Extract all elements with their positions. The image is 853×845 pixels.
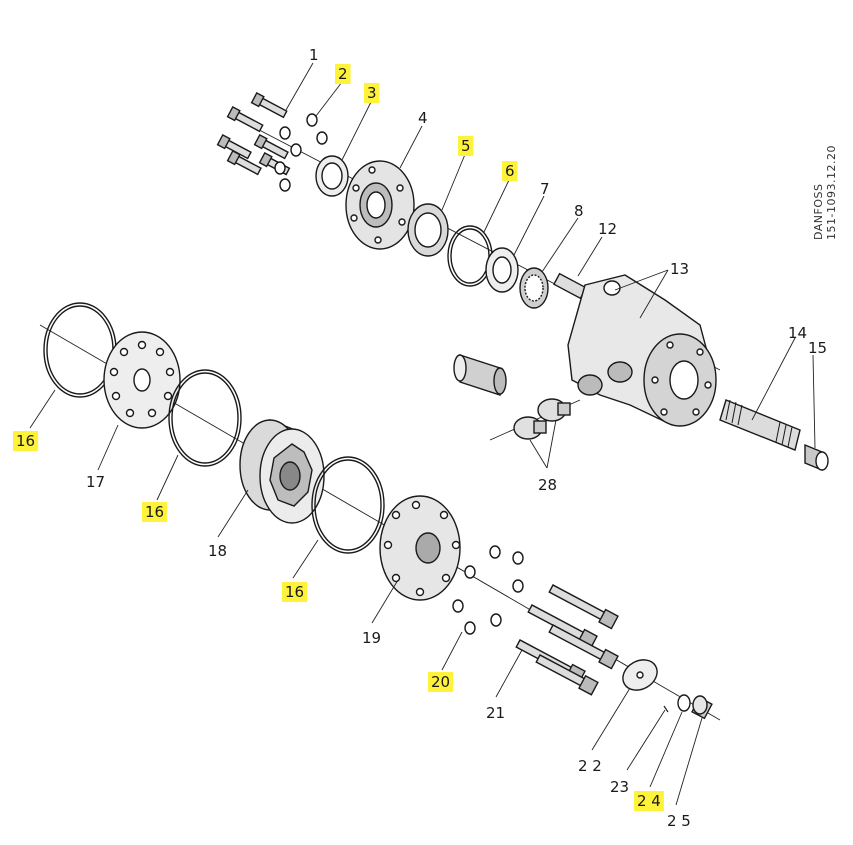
callout-21: 21	[486, 704, 505, 722]
callout-8: 8	[574, 202, 584, 220]
callout-labels: 1 2 3 4 5 6 7 8 12 13 14 15 16 17 16 18 …	[16, 46, 827, 830]
callout-28: 28	[538, 476, 557, 494]
callout-7: 7	[540, 180, 550, 198]
name-plate-22	[622, 659, 658, 691]
seal-ring-24	[677, 694, 691, 712]
callout-2: 2	[338, 65, 348, 83]
valve-plate-17	[103, 331, 181, 429]
needle-bearing-8	[519, 267, 549, 309]
highlight-16c	[282, 582, 308, 602]
seal-3	[315, 155, 349, 197]
plug-set-28	[489, 398, 581, 441]
callout-20: 20	[431, 673, 450, 691]
callout-17: 17	[86, 473, 105, 491]
callout-22: 2 2	[578, 757, 602, 775]
highlight-2	[335, 64, 351, 84]
callout-3: 3	[367, 84, 377, 102]
end-cover-19	[379, 495, 461, 601]
washer-set-2	[274, 113, 328, 192]
reference-code: DANFOSS 151-1093.12.20	[812, 145, 838, 240]
callout-6: 6	[505, 162, 515, 180]
callout-16-a: 16	[16, 432, 35, 450]
motor-housing-13	[552, 272, 717, 427]
sleeve-part	[453, 354, 507, 396]
callout-4: 4	[418, 109, 428, 127]
shaft-seal-5	[407, 203, 449, 257]
callout-1: 1	[309, 46, 319, 64]
callout-23: 23	[610, 778, 629, 796]
o-ring-6	[447, 225, 493, 287]
spacer-15	[804, 443, 829, 472]
highlight-6	[502, 161, 518, 181]
callout-16-b: 16	[145, 503, 164, 521]
callout-24: 2 4	[637, 792, 661, 810]
gear-set-18	[239, 418, 325, 524]
highlight-5	[458, 136, 474, 156]
plug-25	[691, 695, 713, 720]
o-ring-16-b	[168, 369, 242, 467]
highlight-16a	[13, 431, 39, 451]
callout-14: 14	[788, 324, 807, 342]
bolt-set-21	[515, 584, 619, 696]
callout-5: 5	[461, 137, 471, 155]
reference-number: 151-1093.12.20	[825, 145, 838, 240]
reference-brand: DANFOSS	[812, 184, 825, 240]
highlight-20	[428, 672, 454, 692]
leader-lines	[29, 62, 816, 806]
washer-set-20	[452, 545, 524, 635]
callout-16-c: 16	[285, 583, 304, 601]
drive-shaft-14	[719, 399, 801, 451]
callout-18: 18	[208, 542, 227, 560]
thrust-washer-7	[485, 247, 519, 293]
front-flange-4	[345, 160, 415, 250]
callout-25: 2 5	[667, 812, 691, 830]
callout-19: 19	[362, 629, 381, 647]
callout-15: 15	[808, 339, 827, 357]
callout-12: 12	[598, 220, 617, 238]
drive-screw-23	[663, 705, 669, 713]
o-ring-16-c	[311, 456, 385, 554]
highlight-24	[634, 791, 664, 811]
callout-13: 13	[670, 260, 689, 278]
callout-highlights	[13, 64, 664, 811]
highlight-16b	[142, 502, 168, 522]
highlight-3	[364, 83, 380, 103]
